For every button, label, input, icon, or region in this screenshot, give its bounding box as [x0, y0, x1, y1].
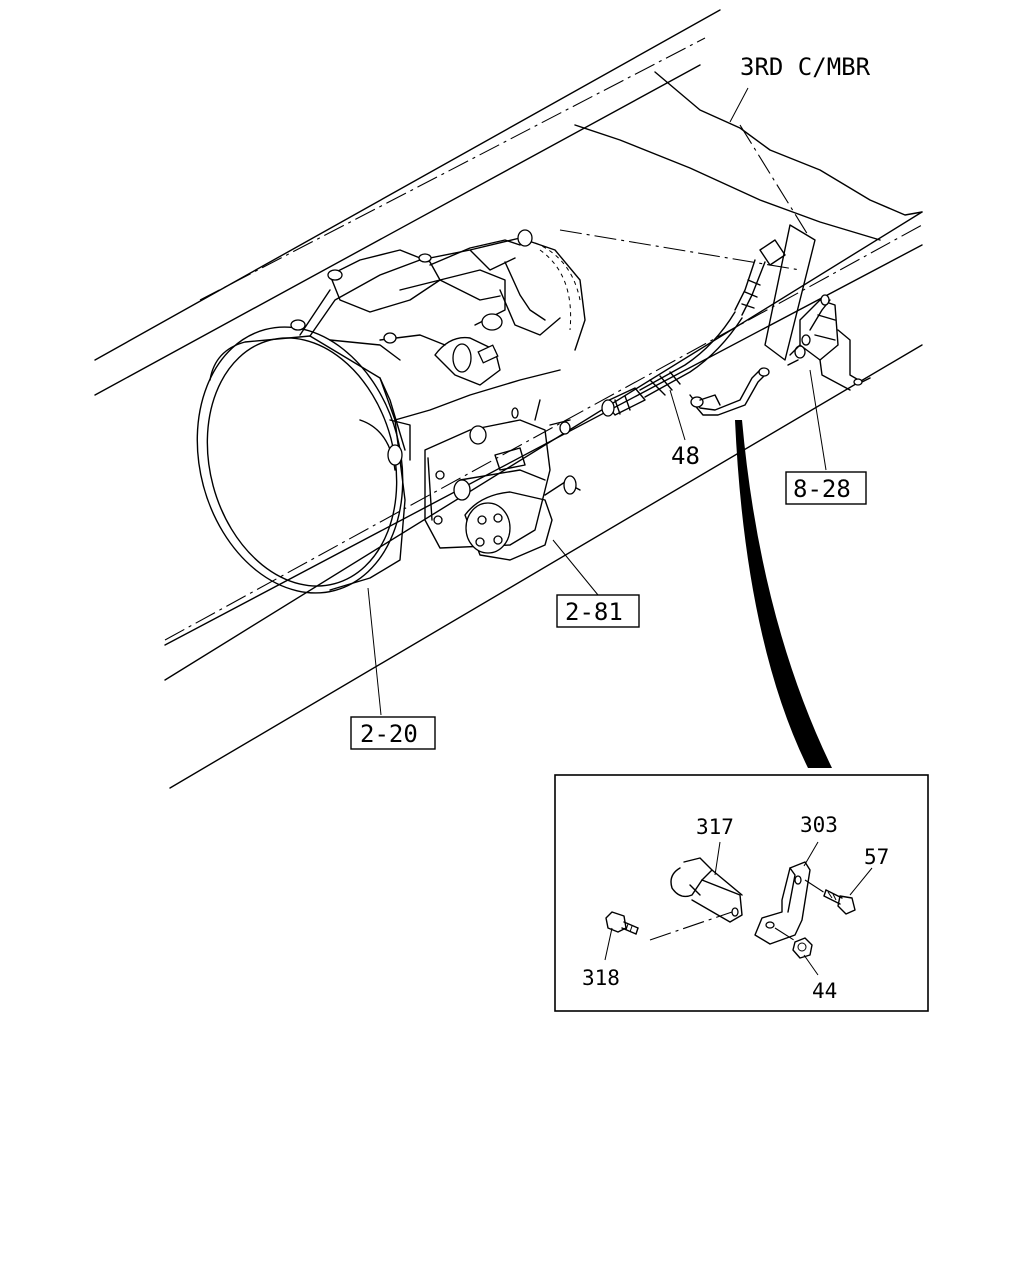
- clamp-part-317: [670, 857, 743, 923]
- detail-label-303: 303: [800, 813, 838, 837]
- valve-assembly: [787, 294, 871, 391]
- hose-part-number: 48: [671, 442, 700, 470]
- ref-8-28[interactable]: 8-28: [785, 471, 867, 505]
- detail-label-318: 318: [582, 966, 620, 990]
- leader-lines: [367, 87, 827, 716]
- ref-8-28-label: 8-28: [793, 475, 851, 503]
- detail-label-57: 57: [864, 845, 889, 869]
- detail-label-317: 317: [696, 815, 734, 839]
- detail-label-44: 44: [812, 979, 837, 1003]
- crossmember-3rd: [559, 71, 923, 271]
- transmission-assembly: [196, 229, 586, 594]
- detail-view: 317 303 57 318 44: [554, 774, 929, 1012]
- frame-rails: [94, 9, 923, 789]
- detail-zoom-leader: [735, 420, 832, 768]
- ref-2-20-label: 2-20: [360, 720, 418, 748]
- ref-2-81-label: 2-81: [565, 598, 623, 626]
- bolt-part-57: [823, 889, 856, 915]
- ref-2-20[interactable]: 2-20: [350, 716, 436, 750]
- crossmember-label: 3RD C/MBR: [740, 53, 871, 81]
- nut-part-44: [792, 937, 813, 959]
- ref-2-81[interactable]: 2-81: [556, 594, 640, 628]
- bracket-part-303: [754, 861, 811, 945]
- hose-assembly: [601, 224, 816, 417]
- bolt-part-318: [605, 911, 639, 935]
